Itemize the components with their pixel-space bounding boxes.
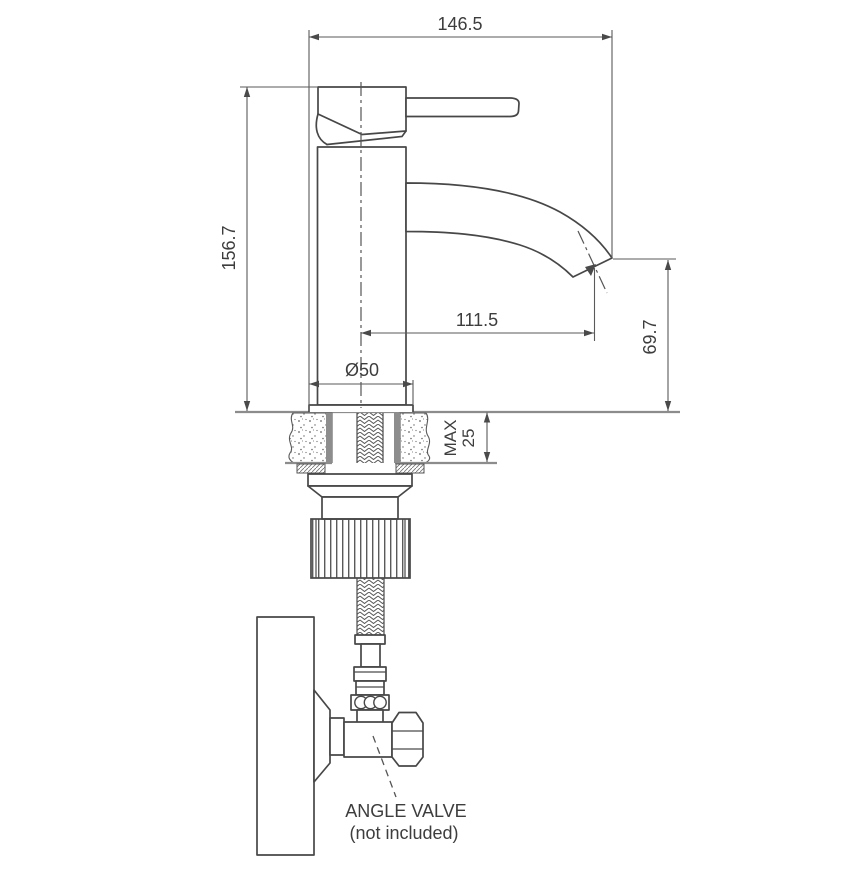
fitting-ring	[353, 666, 387, 682]
hose-collar	[354, 634, 386, 645]
dimension-overall-height: 156.7	[219, 86, 318, 411]
hose-tube	[360, 643, 381, 668]
dimension-outlet-height: 69.7	[613, 258, 676, 411]
dim-overall-width-value: 146.5	[437, 14, 482, 34]
shank-wall-left	[326, 413, 332, 463]
supply-hose	[357, 578, 384, 635]
dimension-overall-width: 146.5	[308, 14, 613, 411]
counter-cut-right	[399, 412, 431, 464]
shank-wall-right	[394, 413, 400, 463]
cap-curve	[315, 113, 328, 146]
dim-spout-reach-value: 111.5	[456, 310, 498, 330]
valve-inlet	[329, 717, 345, 756]
dimension-deck-thickness: MAX 25	[441, 412, 491, 462]
dim-deck-max-value: 25	[459, 429, 478, 448]
washer-left	[296, 463, 326, 474]
spout-outlet-axis	[577, 230, 608, 294]
fixing-cylinder	[321, 496, 399, 520]
faucet-handle	[405, 97, 520, 118]
fitting-body	[355, 680, 385, 696]
faucet-body	[316, 146, 407, 406]
angle-valve-leader	[372, 735, 397, 798]
mounting-nut	[310, 518, 411, 579]
counter-cut-left	[288, 412, 333, 464]
fixing-flange	[307, 473, 413, 487]
wall-escutcheon	[313, 689, 331, 783]
supply-hose-in-deck	[357, 413, 383, 463]
fixing-cone	[307, 485, 413, 498]
under-deck-assembly	[296, 463, 425, 711]
dimension-spout-reach: 111.5	[361, 268, 596, 341]
dimension-base-diameter: Ø50	[309, 360, 414, 404]
valve-body	[343, 721, 393, 758]
faucet-spout	[405, 182, 613, 278]
angle-valve-sublabel: (not included)	[349, 823, 458, 843]
wall-section	[256, 616, 315, 856]
countertop-section	[235, 410, 680, 465]
angle-valve-assembly: ANGLE VALVE (not included)	[256, 616, 467, 856]
valve-outlet-nut	[391, 711, 424, 767]
faucet-base	[308, 404, 414, 412]
spout-outlet-arrow	[585, 264, 596, 276]
faucet-cap	[317, 86, 407, 136]
washer-right	[395, 463, 425, 474]
dim-base-diameter-value: Ø50	[345, 360, 379, 380]
dim-deck-max-label: MAX	[441, 420, 460, 457]
collar-line	[326, 130, 407, 146]
angle-valve-label: ANGLE VALVE	[345, 801, 466, 821]
dim-overall-height-value: 156.7	[219, 225, 239, 270]
faucet	[308, 82, 613, 412]
dim-outlet-height-value: 69.7	[640, 319, 660, 354]
valve-neck	[356, 709, 384, 724]
